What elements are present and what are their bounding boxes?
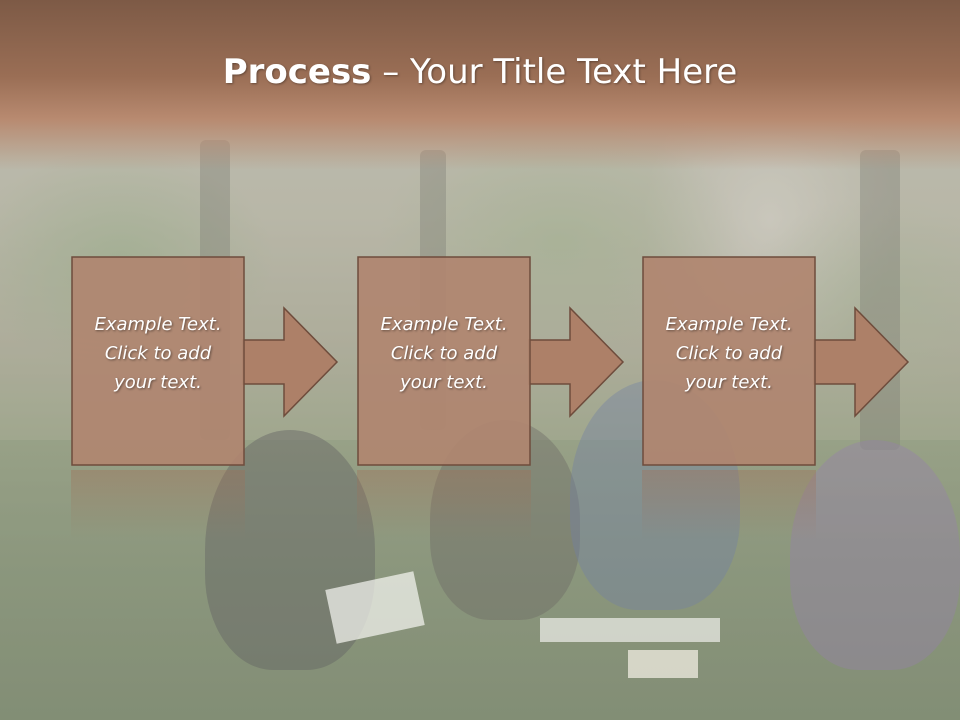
step-text[interactable]: Example Text. Click to add your text. xyxy=(644,310,814,397)
title-band xyxy=(0,0,960,170)
step-line: Example Text. xyxy=(94,314,222,335)
slide-title[interactable]: Process – Your Title Text Here xyxy=(0,52,960,92)
process-step-1[interactable]: Example Text. Click to add your text. xyxy=(71,256,411,468)
step-text[interactable]: Example Text. Click to add your text. xyxy=(359,310,529,397)
step-arrow xyxy=(528,306,625,418)
step-line: your text. xyxy=(400,372,488,393)
step-text[interactable]: Example Text. Click to add your text. xyxy=(73,310,243,397)
step-box xyxy=(642,256,816,466)
step-reflection xyxy=(71,470,245,540)
student-figure xyxy=(790,440,960,670)
step-line: your text. xyxy=(114,372,202,393)
step-line: Example Text. xyxy=(665,314,793,335)
process-step-3[interactable]: Example Text. Click to add your text. xyxy=(642,256,960,468)
step-shape xyxy=(642,256,910,466)
step-shape xyxy=(71,256,339,466)
step-line: Example Text. xyxy=(380,314,508,335)
step-line: Click to add xyxy=(104,343,212,364)
title-bold: Process xyxy=(222,52,372,92)
title-rest: – Your Title Text Here xyxy=(371,52,738,92)
step-reflection xyxy=(642,470,816,540)
step-shape xyxy=(357,256,625,466)
process-step-2[interactable]: Example Text. Click to add your text. xyxy=(357,256,697,468)
step-box xyxy=(71,256,245,466)
step-line: your text. xyxy=(685,372,773,393)
step-arrow xyxy=(813,306,910,418)
open-book xyxy=(540,618,720,642)
step-line: Click to add xyxy=(390,343,498,364)
step-line: Click to add xyxy=(675,343,783,364)
grass-area xyxy=(0,440,960,720)
book-stack xyxy=(628,650,698,678)
step-reflection xyxy=(357,470,531,540)
step-arrow xyxy=(242,306,339,418)
step-box xyxy=(357,256,531,466)
